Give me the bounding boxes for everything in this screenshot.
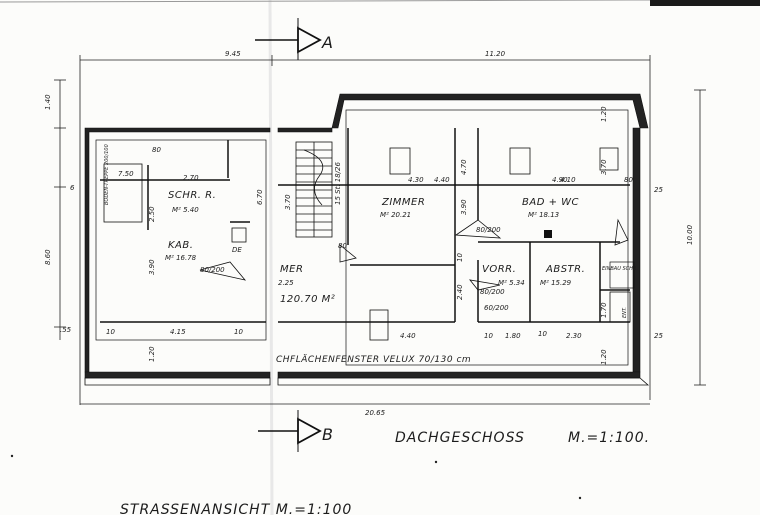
dim-label: 4.10: [560, 176, 576, 184]
dim-label: 2.40: [456, 284, 464, 300]
staircase: [295, 141, 333, 238]
dim-top-right: 11.20: [485, 50, 506, 58]
dim-label: 1.70: [600, 302, 608, 318]
dim-label: 10: [538, 330, 547, 338]
dim-bottom: 20.65: [365, 409, 386, 417]
section-marker-top: A: [255, 18, 333, 60]
label-boden-treppe: BODEN-TREPPE 200/100: [104, 144, 110, 205]
dim-label: 2.30: [566, 332, 582, 340]
section-marker-b: B: [322, 425, 333, 444]
dim-label: 4.90: [552, 176, 568, 184]
dim-label: 4.40: [400, 332, 416, 340]
room-kab-area: M² 16.78: [165, 254, 197, 262]
top-edge: [0, 0, 651, 3]
drawing-title: DACHGESCHOSS: [395, 430, 525, 446]
dim-label: 10: [456, 253, 464, 262]
dim-label: 80/200: [480, 288, 505, 296]
room-schrank-area: M² 5.40: [172, 206, 199, 214]
label-ent: ENT.: [622, 307, 628, 318]
street-view-heading: STRASSENANSICHT M.=1:100: [120, 502, 352, 515]
dim-label: 7.50: [118, 170, 134, 178]
section-marker-bottom: B: [258, 410, 333, 452]
interior-dimensions: 7.50 2.70 80 80 4.30 4.70 4.90 3.70 80 2…: [106, 106, 663, 365]
section-marker-a: A: [321, 33, 333, 52]
scan-edge: [650, 0, 760, 6]
dim-label: 80/200: [476, 226, 501, 234]
room-partial-name: MER: [280, 264, 303, 275]
dim-label: 4.30: [408, 176, 424, 184]
outer-walls: [84, 93, 650, 386]
dim-label: 4.40: [434, 176, 450, 184]
dim-left-bottom: .55: [60, 326, 72, 334]
room-abstr-name: ABSTR.: [545, 264, 585, 275]
dim-label: 25: [654, 332, 663, 340]
room-abstr-area: M² 15.29: [540, 279, 572, 287]
dim-left-small: 6: [70, 184, 75, 192]
room-vorr-name: VORR.: [482, 264, 516, 275]
dim-label: 3.70: [284, 194, 292, 210]
room-kab-name: KAB.: [168, 240, 193, 251]
dim-label: 10: [234, 328, 243, 336]
dim-label: 2.50: [148, 206, 156, 222]
dim-label: 4.15: [170, 328, 186, 336]
fixtures: [103, 163, 635, 323]
dim-label: 1.20: [148, 346, 156, 362]
room-vorr-area: M² 5.34: [498, 279, 525, 287]
dimension-lines: [54, 55, 706, 405]
label-einbau: EINBAU SCHR.: [602, 266, 638, 272]
door-swings: [199, 218, 629, 291]
room-bad-area: M² 18.13: [528, 211, 559, 219]
skylights: [369, 147, 619, 341]
dim-top-left: 9.45: [225, 50, 241, 58]
drawing-scale: M.=1:100.: [568, 430, 650, 446]
label-total-area: 120.70 M²: [280, 294, 335, 305]
dim-label: 80: [152, 146, 161, 154]
room-zimmer-area: M² 20.21: [380, 211, 411, 219]
dim-right: 10.00: [686, 224, 694, 245]
dim-label: 4.70: [460, 159, 468, 175]
interior-walls: [100, 128, 630, 323]
dim-label: 80: [338, 242, 347, 250]
dim-label: 3.90: [148, 259, 156, 275]
dim-label: 25: [654, 186, 663, 194]
scan-dot: [434, 460, 438, 464]
dim-label: 60/200: [484, 304, 509, 312]
dim-left-mid: 8.60: [44, 249, 52, 265]
scan-dot: [10, 454, 14, 458]
dim-label: 3.70: [600, 159, 608, 175]
room-zimmer-name: ZIMMER: [381, 197, 425, 208]
room-partial-area: 2.25: [278, 279, 294, 287]
sheet-seam: [268, 0, 274, 515]
label-stairs: 15 St. 18/26: [334, 162, 342, 205]
dim-label: 1.20: [600, 349, 608, 365]
room-schrank-name: SCHR. R.: [168, 190, 216, 201]
room-bad-name: BAD + WC: [522, 197, 579, 208]
dim-label: 10: [106, 328, 115, 336]
dim-label: 80/200: [200, 266, 225, 274]
dim-label: 3.90: [460, 199, 468, 215]
label-de: DE: [232, 246, 242, 254]
dim-label: 10: [484, 332, 493, 340]
dim-label: 1.20: [600, 106, 608, 122]
dim-label: 1.80: [505, 332, 521, 340]
skylight-note: CHFLÄCHENFENSTER VELUX 70/130 cm: [276, 354, 471, 365]
scan-dot: [578, 496, 582, 500]
dim-label: 80: [624, 176, 633, 184]
dim-left-top: 1.40: [44, 94, 52, 110]
dim-label: 2.70: [183, 174, 199, 182]
dim-label: 6.70: [256, 189, 264, 205]
